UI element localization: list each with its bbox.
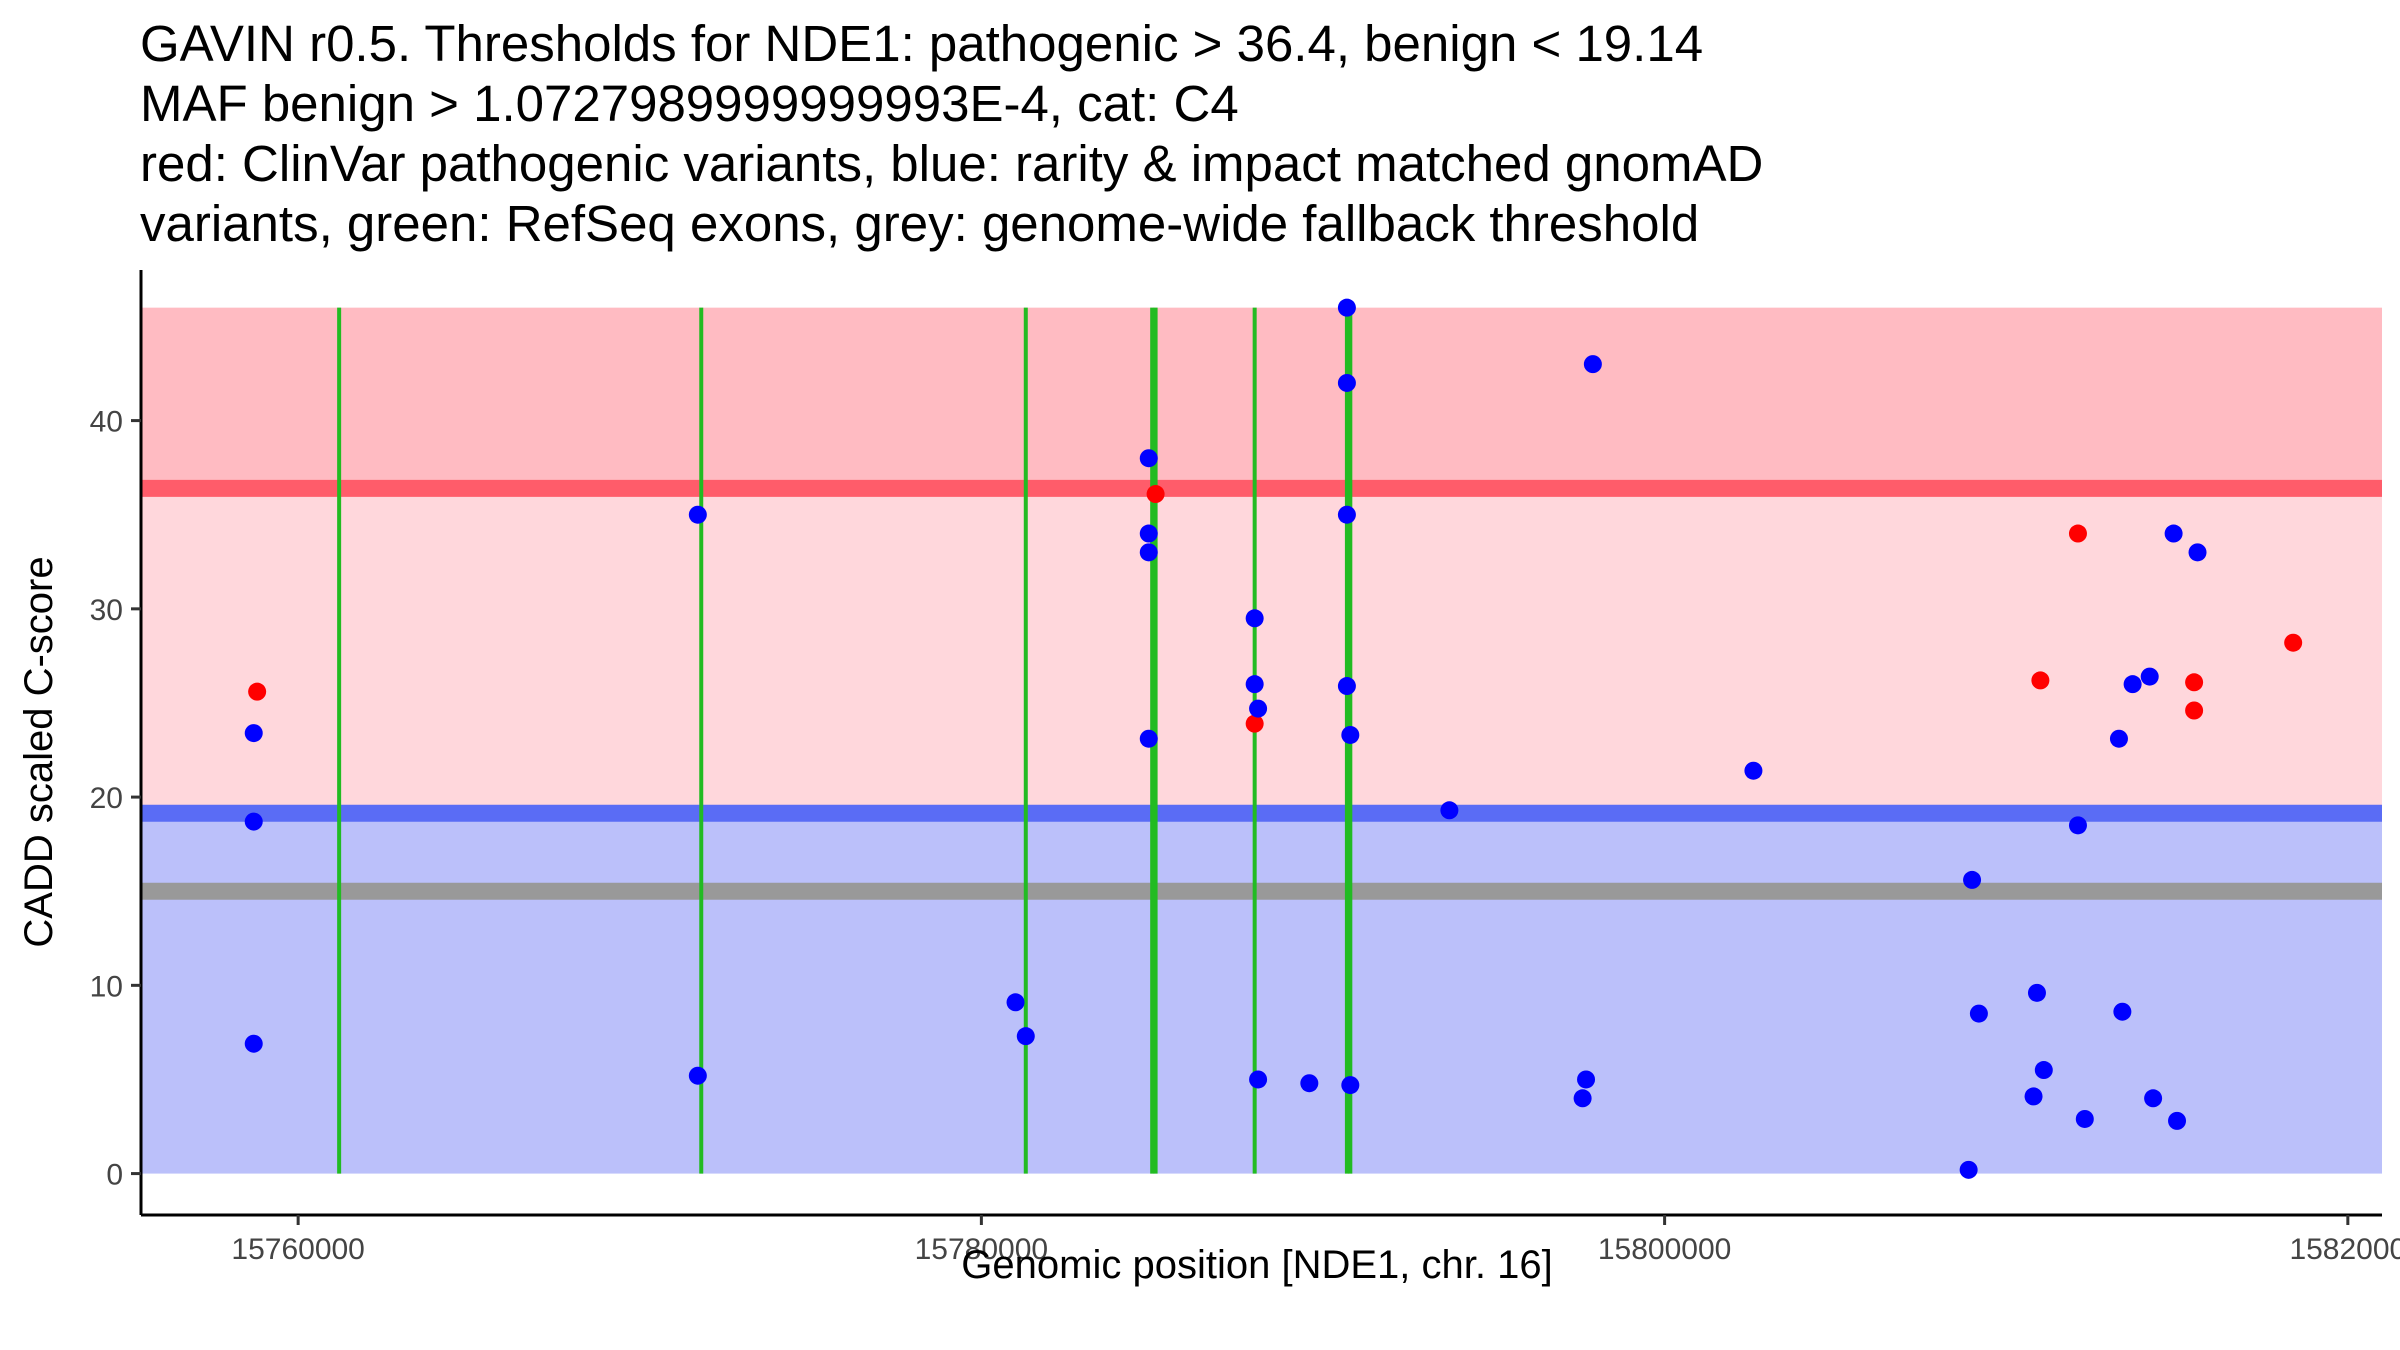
benign-point: [2113, 1002, 2132, 1021]
x-axis-label: Genomic position [NDE1, chr. 16]: [961, 1243, 1552, 1287]
pathogenic-point: [2284, 633, 2303, 652]
benign-point: [1969, 1004, 1988, 1023]
benign-point: [688, 505, 707, 524]
benign-point: [1337, 677, 1356, 696]
pathogenic-band: [141, 488, 2382, 814]
pathogenic-point: [248, 682, 267, 701]
benign-point: [1139, 729, 1158, 748]
x-tick-label: 15760000: [231, 1233, 364, 1266]
y-tick-label: 20: [90, 782, 123, 815]
pathogenic-point: [2031, 671, 2050, 690]
benign-point: [1245, 609, 1264, 628]
x-tick-label: 15780000: [915, 1233, 1048, 1266]
benign-point: [1959, 1160, 1978, 1179]
benign-point: [244, 812, 263, 831]
benign-point: [1006, 993, 1025, 1012]
benign-point: [1016, 1027, 1035, 1046]
benign-point: [1577, 1070, 1596, 1089]
benign-point: [244, 724, 263, 743]
benign-point: [1337, 505, 1356, 524]
pathogenic-point: [1245, 714, 1264, 733]
benign-point: [1744, 761, 1763, 780]
benign-point: [2075, 1109, 2094, 1128]
y-axis-label: CADD scaled C-score: [17, 556, 61, 947]
benign-point: [1963, 870, 1982, 889]
benign-point: [1139, 543, 1158, 562]
benign-point: [2168, 1111, 2187, 1130]
x-tick-label: 15800000: [1598, 1233, 1731, 1266]
benign-point: [1341, 1076, 1360, 1095]
benign-point: [1573, 1089, 1592, 1108]
benign-point: [2144, 1089, 2163, 1108]
y-tick-label: 10: [90, 970, 123, 1003]
pathogenic-point: [2185, 701, 2204, 720]
pathogenic-point: [2068, 524, 2087, 543]
y-tick-label: 0: [106, 1159, 123, 1192]
threshold-lines: [141, 479, 2382, 900]
benign-point: [1245, 675, 1264, 694]
pathogenic-upper-band: [141, 307, 2382, 489]
benign-point: [2027, 983, 2046, 1002]
benign-point: [1249, 1070, 1268, 1089]
benign-point: [2140, 667, 2159, 686]
benign-point: [2024, 1087, 2043, 1106]
chart-title: GAVIN r0.5. Thresholds for NDE1: pathoge…: [140, 15, 1764, 252]
benign-point: [2164, 524, 2183, 543]
axes: [139, 270, 2382, 1217]
y-tick-label: 30: [90, 594, 123, 627]
benign-point: [2123, 675, 2142, 694]
x-tick-label: 1582000: [2289, 1233, 2400, 1266]
pathogenic-point: [1146, 485, 1165, 504]
benign-point: [2034, 1061, 2053, 1080]
benign-point: [1337, 298, 1356, 317]
y-tick-label: 40: [90, 406, 123, 439]
benign-point: [1139, 449, 1158, 468]
benign-point: [1440, 801, 1459, 820]
benign-point: [2188, 543, 2207, 562]
benign-point: [688, 1066, 707, 1085]
benign-point: [1300, 1074, 1319, 1093]
benign-point: [1249, 699, 1268, 718]
benign-point: [244, 1034, 263, 1053]
benign-point: [2068, 816, 2087, 835]
benign-point: [1139, 524, 1158, 543]
benign-point: [1583, 355, 1602, 374]
benign-point: [2109, 729, 2128, 748]
benign-point: [1337, 373, 1356, 392]
pathogenic-point: [2185, 673, 2204, 692]
benign-point: [1341, 725, 1360, 744]
variant-points: [244, 298, 2303, 1179]
benign-band: [141, 813, 2382, 1174]
threshold-bands: [141, 307, 2382, 1174]
